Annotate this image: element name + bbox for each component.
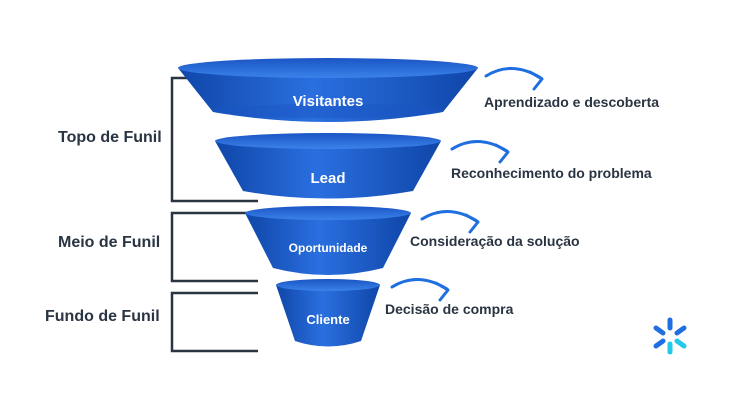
tier-label-lead: Lead [310,170,345,187]
tier-description-oportunidade: Consideração da solução [410,233,580,249]
bracket-fundo [170,291,258,353]
stage-label-topo: Topo de Funil [58,129,162,146]
stage-label-meio: Meio de Funil [58,234,160,251]
tier-label-cliente: Cliente [306,312,349,327]
tier-description-visitantes: Aprendizado e descoberta [484,94,659,110]
tier-description-lead: Reconhecimento do problema [451,165,652,181]
arrow-icon-3 [420,210,480,234]
arrow-icon-4 [390,278,450,302]
arrow-icon-1 [484,67,544,91]
funnel-tier-visitantes [178,58,478,122]
funnel-tier-lead [215,133,441,199]
bracket-meio [170,211,258,283]
funnel-tier-cliente [276,279,380,347]
arrow-icon-2 [450,140,510,164]
tier-label-visitantes: Visitantes [293,93,364,110]
funnel-tier-oportunidade [245,206,411,275]
tier-label-oportunidade: Oportunidade [289,241,368,255]
asterisk-logo-icon [653,317,687,355]
stage-label-fundo: Fundo de Funil [45,308,160,325]
tier-description-cliente: Decisão de compra [385,301,514,317]
